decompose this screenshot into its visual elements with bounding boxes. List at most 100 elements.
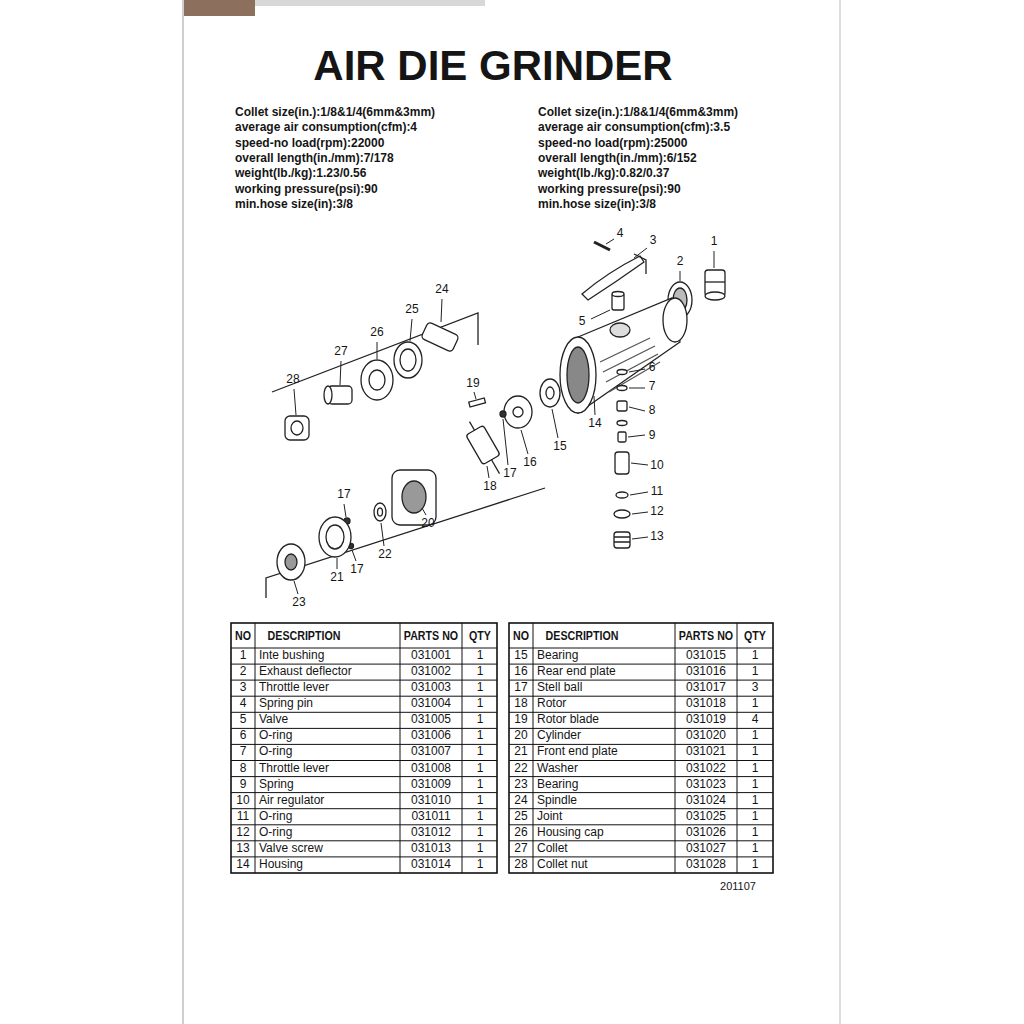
table-cell: 20 [514,730,527,743]
spec-line: weight(lb./kg):1.23/0.56 [235,168,366,181]
table-cell: 1 [477,666,484,679]
callout-number: 3 [650,234,657,247]
table-cell: 24 [514,794,527,807]
table-cell: 031023 [686,778,726,791]
table-header: PARTS NO [679,629,733,643]
table-cell: 1 [752,810,759,823]
spec-line: min.hose size(in):3/8 [235,198,353,211]
callout-number: 26 [370,326,383,339]
table-cell: Rear end plate [537,666,616,679]
parts-drawing [266,242,725,598]
spec-line: speed-no load(rpm):22000 [235,137,384,150]
spec-line: working pressure(psi):90 [235,183,378,196]
table-cell: 1 [477,746,484,759]
table-cell: 28 [514,858,527,871]
table-cell: 1 [477,778,484,791]
table-cell: 031026 [686,826,726,839]
table-cell: Bearing [537,778,578,791]
page-title: AIR DIE GRINDER [313,43,672,89]
table-cell: Spring [259,778,294,791]
callout-number: 17 [503,467,516,480]
table-cell: 031028 [686,858,726,871]
table-header: QTY [469,629,491,643]
table-cell: 031020 [686,730,726,743]
table-cell: 031010 [411,794,451,807]
table-cell: 21 [514,746,527,759]
table-cell: 031025 [686,810,726,823]
table-cell: 031002 [411,666,451,679]
table-cell: O-ring [259,730,292,743]
callout-number: 2 [677,255,684,268]
callout-number: 13 [650,530,663,543]
table-cell: 1 [477,649,484,662]
callout-number: 22 [378,548,391,561]
table-cell: 031015 [686,649,726,662]
table-cell: 031013 [411,842,451,855]
spec-line: average air consumption(cfm):4 [235,122,417,135]
table-cell: 031006 [411,730,451,743]
table-cell: 7 [240,746,247,759]
table-cell: 1 [477,810,484,823]
table-cell: 4 [240,698,247,711]
table-cell: Joint [537,810,562,823]
table-cell: 3 [752,682,759,695]
table-cell: 1 [752,794,759,807]
table-cell: 1 [477,794,484,807]
table-cell: 11 [237,810,249,823]
table-cell: Cylinder [537,730,581,743]
table-cell: 031014 [411,858,451,871]
table-cell: O-ring [259,826,292,839]
table-header: QTY [744,629,766,643]
table-cell: 1 [477,858,484,871]
spec-line: Collet size(in.):1/8&1/4(6mm&3mm) [538,106,738,119]
table-cell: 031018 [686,698,726,711]
table-cell: 031003 [411,682,451,695]
spec-line: Collet size(in.):1/8&1/4(6mm&3mm) [235,106,435,119]
table-cell: 031008 [411,762,451,775]
callout-number: 24 [435,283,448,296]
table-cell: Housing cap [537,826,604,839]
table-cell: 1 [752,746,759,759]
callout-number: 21 [330,571,343,584]
table-cell: 3 [240,682,247,695]
table-cell: 1 [752,649,759,662]
table-cell: 1 [477,826,484,839]
callout-number: 15 [553,440,566,453]
paper-edge [839,0,841,1024]
table-cell: 2 [240,666,247,679]
leader-lines [294,239,714,594]
table-cell: 031004 [411,698,451,711]
table-cell: 12 [236,826,249,839]
table-cell: 031009 [411,778,451,791]
callout-number: 11 [651,485,663,498]
table-cell: 031007 [411,746,451,759]
table-cell: 1 [477,762,484,775]
table-cell: Spring pin [259,698,313,711]
table-cell: 16 [514,666,527,679]
table-header: NO [235,629,251,643]
callout-number: 12 [650,505,663,518]
table-cell: 1 [752,858,759,871]
table-cell: Housing [259,858,303,871]
table-cell: 14 [236,858,249,871]
table-cell: 23 [514,778,527,791]
table-cell: Throttle lever [259,762,329,775]
paper-edge [182,0,184,1024]
table-cell: O-ring [259,746,292,759]
table-cell: 19 [514,714,527,727]
table-cell: 031001 [411,649,451,662]
table-cell: 27 [514,842,527,855]
table-cell: 15 [514,649,527,662]
table-cell: 031019 [686,714,726,727]
spec-line: working pressure(psi):90 [538,183,681,196]
callout-number: 14 [588,417,601,430]
table-cell: Valve screw [259,842,323,855]
table-cell: 25 [514,810,527,823]
table-cell: 1 [477,714,484,727]
table-cell: Exhaust deflector [259,666,352,679]
table-cell: Valve [259,714,288,727]
table-header: DESCRIPTION [546,629,619,643]
table-cell: O-ring [259,810,292,823]
